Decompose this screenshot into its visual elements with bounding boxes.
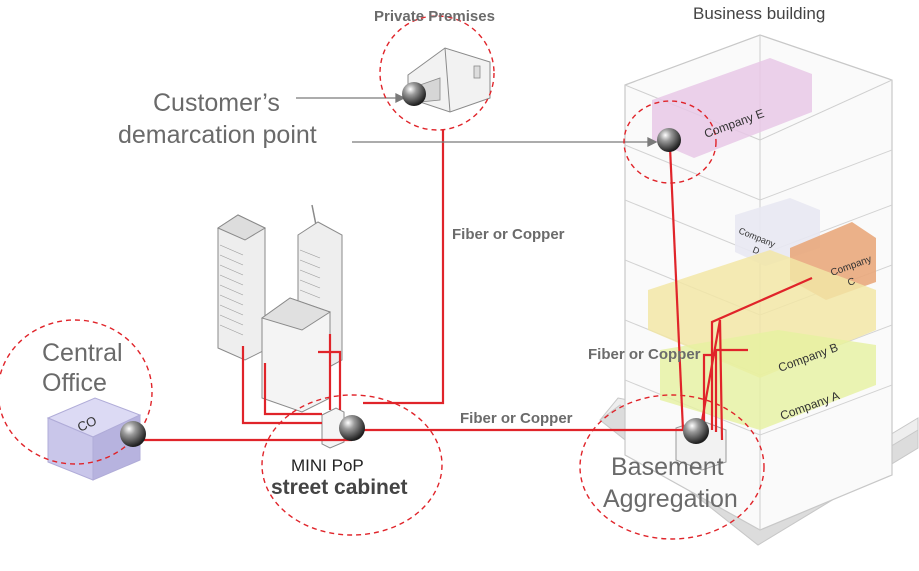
aggregation-label: Aggregation [603, 485, 738, 513]
company-d-label-2: D [751, 245, 761, 257]
cabinet-ball [339, 415, 365, 441]
company-c-link [710, 276, 813, 430]
business-building [599, 34, 919, 546]
basement-ball [683, 418, 709, 444]
company-e-demarcation-ball [657, 128, 681, 152]
business-building-title: Business building [693, 4, 826, 23]
city-towers-illustration [216, 204, 343, 413]
central-office-circle [0, 319, 153, 465]
co-box-label: CO [75, 413, 99, 435]
company-c-label-2: C [846, 276, 857, 289]
company-e-circle [623, 100, 717, 184]
demarcation-point-label: demarcation point [118, 121, 317, 149]
private-premises-circle [379, 15, 495, 131]
pointer-lines [296, 92, 658, 148]
street-cabinet-circle [261, 394, 443, 536]
tower1-link [241, 346, 322, 425]
basement-label: Basement [611, 453, 724, 481]
mini-pop-label: MINI PoP [291, 456, 364, 475]
dashed-highlight-circles [0, 15, 765, 540]
central-label: Central [42, 339, 123, 367]
office-label: Office [42, 369, 107, 397]
private-premises-title: Private Premises [374, 8, 495, 25]
fiber-copper-label-riser: Fiber or Copper [588, 346, 701, 363]
fiber-copper-label-home: Fiber or Copper [452, 226, 565, 243]
company-e-link [668, 146, 685, 431]
home-demarcation-ball [402, 82, 426, 106]
street-cabinet-illustration [321, 407, 345, 449]
street-cabinet-label: street cabinet [271, 476, 408, 499]
co-ball [120, 421, 146, 447]
basement-aggregation-circle [579, 394, 765, 540]
network-links [135, 130, 813, 442]
customers-label: Customer’s [153, 89, 280, 117]
company-e-block [652, 58, 812, 158]
demarcation-balls [120, 82, 709, 447]
cabinet-to-home-link [363, 130, 445, 405]
fiber-copper-label-basement: Fiber or Copper [460, 410, 573, 427]
